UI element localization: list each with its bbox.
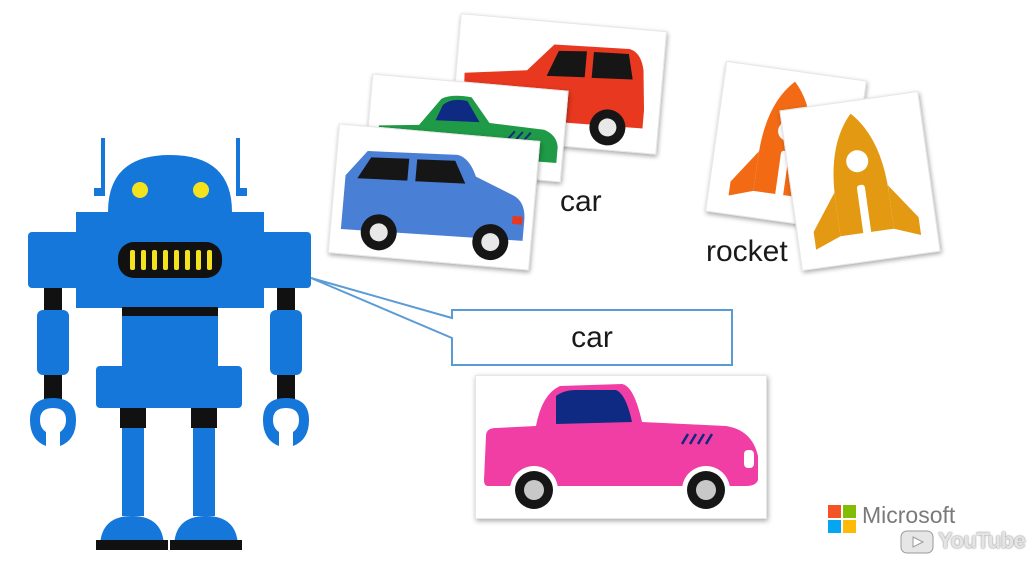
speech-callout bbox=[310, 277, 733, 366]
card-blue-car bbox=[327, 123, 541, 271]
callout-text: car bbox=[571, 320, 613, 354]
pink-car-icon bbox=[484, 384, 758, 514]
card-pink-car bbox=[475, 375, 767, 519]
youtube-watermark[interactable]: YouTube bbox=[938, 528, 1026, 553]
gold-rocket-icon bbox=[813, 113, 922, 250]
microsoft-wordmark: Microsoft bbox=[862, 502, 956, 528]
card-gold-rocket bbox=[779, 91, 941, 271]
youtube-play-icon[interactable] bbox=[900, 530, 934, 554]
blue-car-icon bbox=[340, 151, 525, 261]
robot-icon bbox=[28, 138, 311, 550]
microsoft-logo-icon bbox=[828, 505, 856, 533]
car-group-label: car bbox=[560, 185, 602, 218]
rocket-group-label: rocket bbox=[706, 235, 788, 268]
